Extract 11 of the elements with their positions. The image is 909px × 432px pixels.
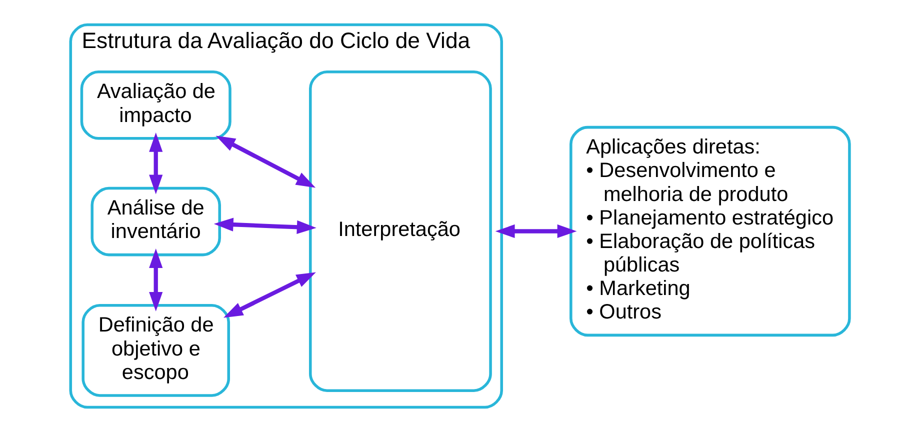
node-box: Avaliação de impacto [80,70,232,140]
arrow [495,224,577,238]
arrow [224,272,316,318]
arrow [214,218,316,234]
node-box: Análise de inventário [90,186,221,256]
arrow [149,248,163,312]
node-box: Aplicações diretas: • Desenvolvimento e melhoria de produto • Planejamento estratégico • Elaboração de políticas públicas • Marketing • Outros [570,126,851,337]
arrow [216,136,316,188]
node-box: Interpretação [309,70,492,392]
arrow [149,132,163,194]
node-box: Definição de objetivo e escopo [82,304,230,397]
